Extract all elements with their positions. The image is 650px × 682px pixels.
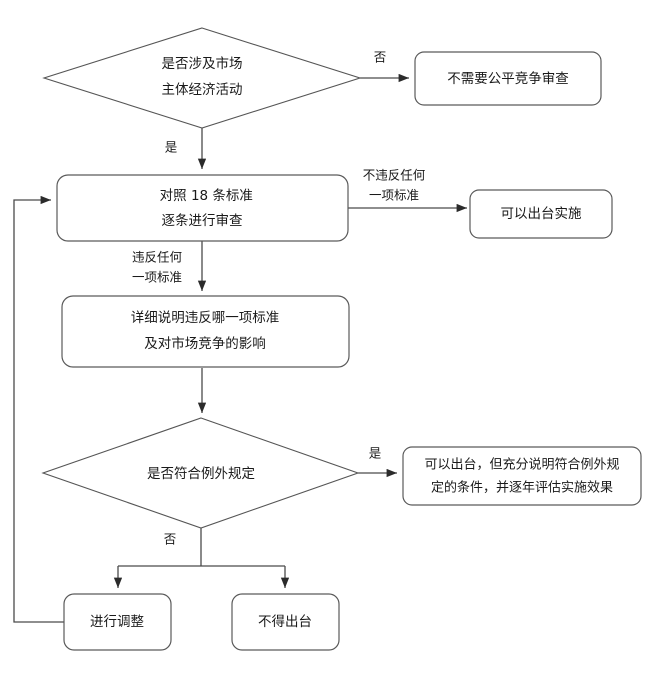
- box-shape: [469, 189, 613, 239]
- connectors-layer: [13, 73, 467, 623]
- edge-label-p1-pass-line2: 一项标准: [369, 188, 419, 203]
- node-text-line2: 及对市场竞争的影响: [144, 335, 266, 352]
- edge-label-p1-fail-line1: 违反任何: [132, 250, 183, 265]
- box-shape: [231, 593, 340, 651]
- node-text-line2: 定的条件，并逐年评估实施效果: [431, 480, 613, 496]
- edge-b4-feedback-to-p1: [13, 195, 64, 623]
- edge-label-d2-yes: 是: [369, 446, 382, 461]
- node-text-line1: 详细说明违反哪一项标准: [131, 310, 280, 326]
- node-make-adjustment[interactable]: 进行调整: [63, 593, 172, 651]
- diamond-shape: [42, 27, 362, 129]
- node-review-18-standards[interactable]: 对照 18 条标准 逐条进行审查: [56, 174, 349, 242]
- diamond-shape: [41, 417, 360, 529]
- node-text-line1: 对照 18 条标准: [121, 187, 283, 204]
- node-may-issue-with-conditions[interactable]: 可以出台，但充分说明符合例外规 定的条件，并逐年评估实施效果: [402, 446, 642, 506]
- edge-label-p1-fail-line2: 一项标准: [132, 270, 182, 285]
- node-text-line1: 不需要公平竞争审查: [447, 70, 569, 87]
- box-shape: [402, 446, 642, 506]
- node-no-review-needed[interactable]: 不需要公平竞争审查: [414, 51, 602, 106]
- edge-label-d1-no: 否: [374, 50, 387, 65]
- box-shape: [56, 174, 349, 242]
- edge-label-d1-yes: 是: [165, 140, 178, 155]
- node-text-line1-number: 18: [191, 188, 208, 204]
- edge-label-d2-no: 否: [164, 532, 177, 547]
- node-decision-market-activity[interactable]: 是否涉及市场 主体经济活动: [42, 27, 362, 129]
- node-text-line2: 主体经济活动: [162, 82, 243, 98]
- edge-labels-layer: 否 是 不违反任何 一项标准 违反任何 一项标准 是 否: [132, 50, 426, 547]
- node-text-line1: 是否符合例外规定: [147, 466, 255, 482]
- node-explain-violation[interactable]: 详细说明违反哪一项标准 及对市场竞争的影响: [61, 295, 350, 368]
- box-shape: [414, 51, 602, 106]
- node-text-line1: 可以出台实施: [501, 206, 582, 222]
- node-text-line1: 可以出台，但充分说明符合例外规: [424, 457, 619, 473]
- node-text-line1-post: 条标准: [208, 187, 253, 204]
- node-text-line1: 不得出台: [258, 613, 312, 630]
- node-decision-exception-rule[interactable]: 是否符合例外规定: [41, 417, 360, 529]
- node-text-line1: 进行调整: [90, 614, 144, 630]
- box-shape: [63, 593, 172, 651]
- node-text-line1: 是否涉及市场: [162, 55, 243, 72]
- node-text-line2: 逐条进行审查: [162, 212, 243, 229]
- node-must-not-issue[interactable]: 不得出台: [231, 593, 340, 651]
- box-shape: [61, 295, 350, 368]
- edge-label-p1-pass-line1: 不违反任何: [363, 168, 426, 183]
- node-may-implement[interactable]: 可以出台实施: [469, 189, 613, 239]
- node-text-line1-pre: 对照: [160, 188, 191, 204]
